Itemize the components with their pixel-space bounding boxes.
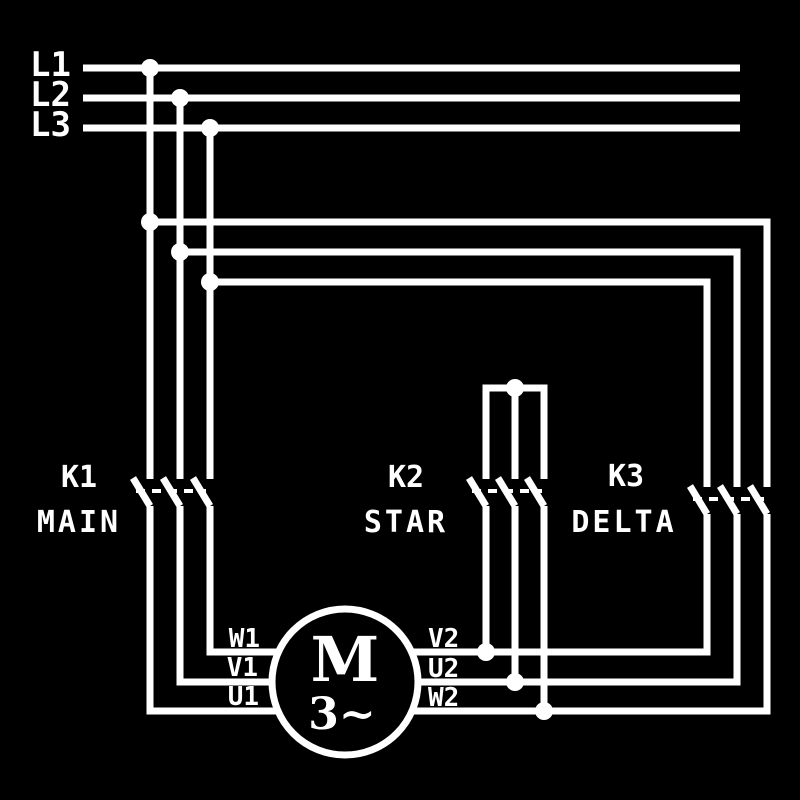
k3-wire-to-u2 bbox=[345, 514, 741, 686]
motor-symbol-label: M bbox=[311, 623, 380, 696]
supply-label-l2: L2 bbox=[30, 75, 71, 115]
junction-dot-branch-l2 bbox=[171, 243, 189, 261]
supply-label-l3: L3 bbox=[30, 105, 71, 145]
branch-l2-to-k3 bbox=[180, 248, 741, 487]
motor-phase-label: 3~ bbox=[308, 689, 375, 740]
junction-dot-w2 bbox=[535, 702, 553, 720]
contactor-k2-name-label: STAR bbox=[364, 505, 448, 540]
terminal-label-v2: V2 bbox=[428, 624, 459, 654]
k2-contact-blade-3 bbox=[524, 476, 547, 508]
branch-l3-to-k3 bbox=[210, 278, 711, 487]
supply-label-l1: L1 bbox=[30, 45, 71, 85]
terminal-label-u2: U2 bbox=[428, 654, 459, 684]
motor-circle bbox=[268, 605, 422, 759]
k3-wire-to-w2 bbox=[345, 514, 771, 715]
branch-l1-to-k3 bbox=[150, 218, 771, 487]
junction-dot-u2 bbox=[506, 673, 524, 691]
contactor-k1-name-label: MAIN bbox=[37, 505, 121, 540]
contactor-k1-id-label: K1 bbox=[61, 460, 97, 495]
junction-dot-branch-l3 bbox=[201, 273, 219, 291]
contactor-k3-id-label: K3 bbox=[608, 459, 644, 494]
junction-dot-bus-l3 bbox=[201, 119, 219, 137]
terminal-label-v1: V1 bbox=[227, 653, 258, 683]
junction-dot-bus-l1 bbox=[141, 59, 159, 77]
terminal-label-u1: U1 bbox=[228, 682, 259, 712]
k3-wire-to-v2 bbox=[345, 514, 711, 656]
junction-dot-bus-l2 bbox=[171, 89, 189, 107]
contactor-k2-id-label: K2 bbox=[388, 460, 424, 495]
terminal-label-w2: W2 bbox=[428, 683, 459, 713]
contactor-k3-name-label: DELTA bbox=[571, 505, 676, 540]
terminal-label-w1: W1 bbox=[229, 624, 260, 654]
junction-dot-v2 bbox=[477, 643, 495, 661]
junction-dot-branch-l1 bbox=[141, 213, 159, 231]
junction-dot-star-point bbox=[506, 379, 524, 397]
